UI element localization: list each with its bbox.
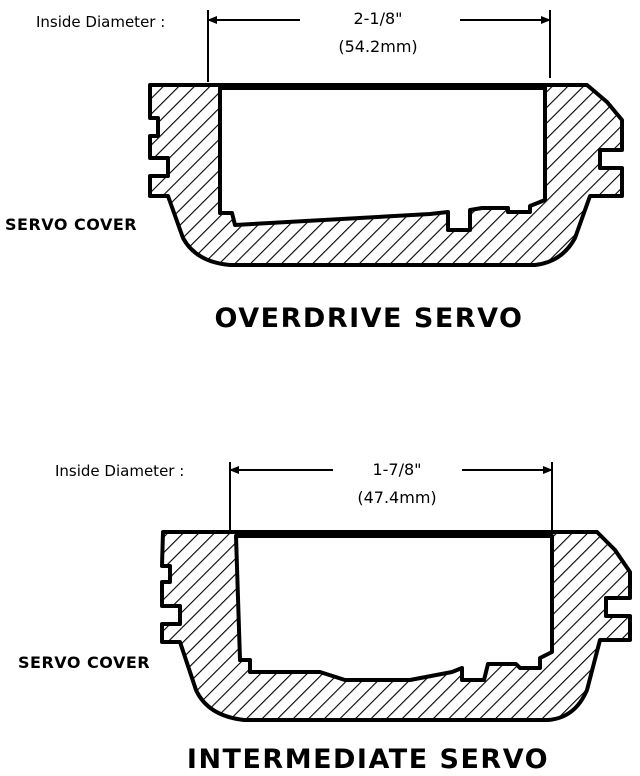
overdrive-servo-section: Inside Diameter : 2-1/8" (54.2mm) SERVO … <box>5 9 624 334</box>
dimension-imperial: 1-7/8" <box>372 460 421 479</box>
servo-body-cross-section <box>160 530 632 722</box>
inside-diameter-label: Inside Diameter : <box>55 462 184 480</box>
servo-title: OVERDRIVE SERVO <box>215 303 524 334</box>
servo-cover-label: SERVO COVER <box>18 653 150 672</box>
dimension-metric: (54.2mm) <box>338 37 417 56</box>
servo-cover-label: SERVO COVER <box>5 215 137 234</box>
servo-title: INTERMEDIATE SERVO <box>187 744 549 775</box>
dimension-imperial: 2-1/8" <box>353 9 402 28</box>
servo-body-cross-section <box>148 83 624 267</box>
dimension-metric: (47.4mm) <box>357 488 436 507</box>
intermediate-servo-section: Inside Diameter : 1-7/8" (47.4mm) SERVO … <box>18 460 632 775</box>
inside-diameter-label: Inside Diameter : <box>36 13 165 31</box>
